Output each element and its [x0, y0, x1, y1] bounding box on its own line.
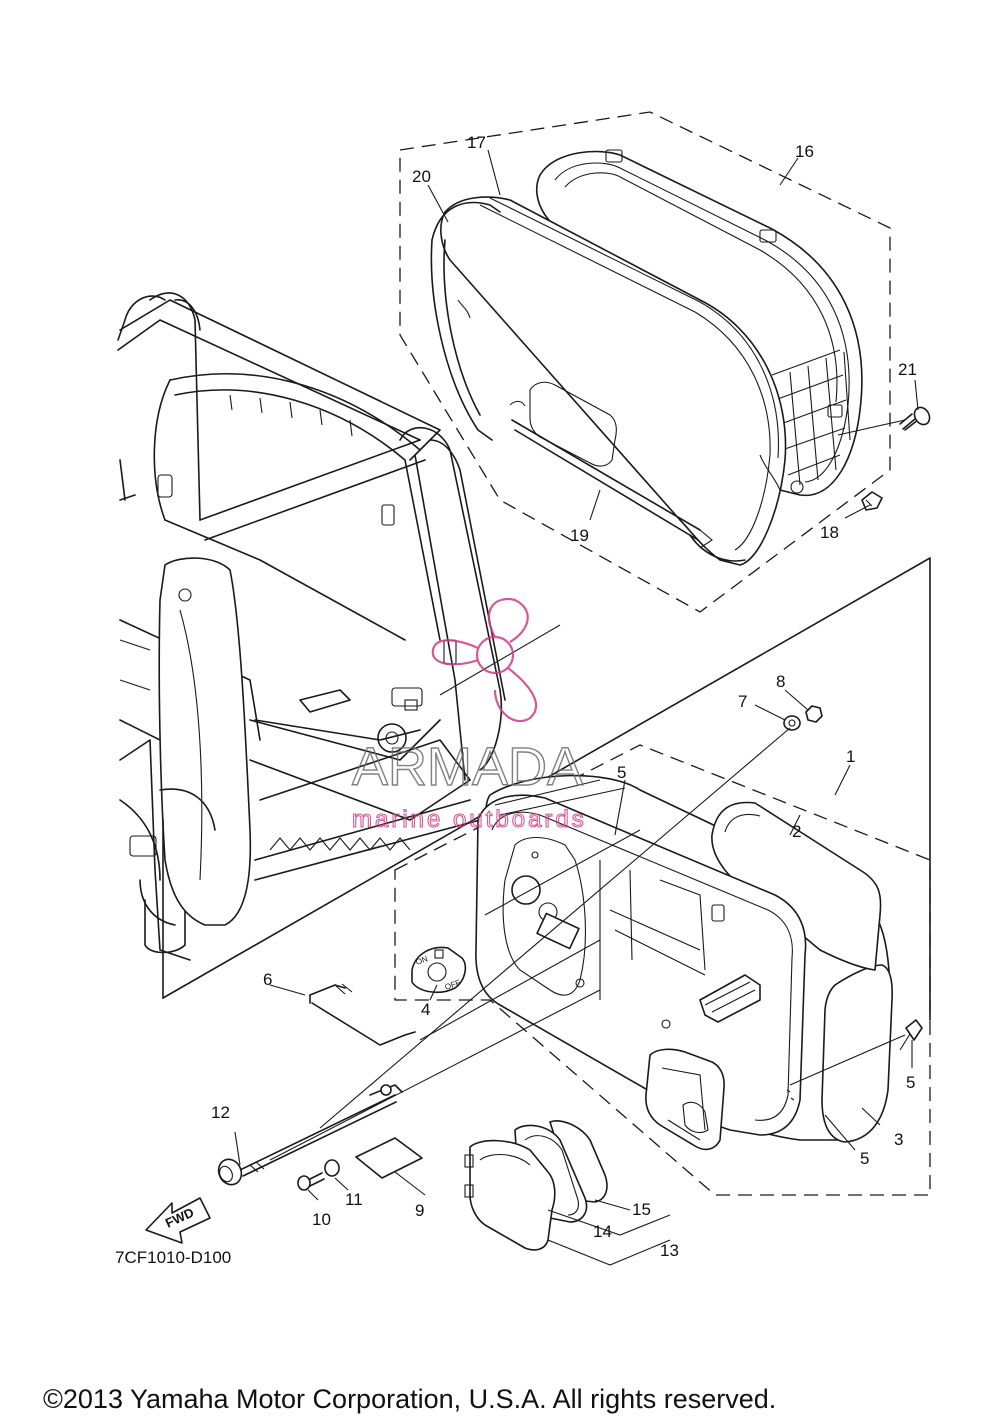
callout-5-upper: 5 [617, 763, 626, 782]
lower-box-assembly [162, 557, 931, 1196]
callout-11: 10 [312, 1210, 331, 1229]
callout-1: 1 [846, 747, 855, 766]
drawing-code: 7CF1010-D100 [115, 1248, 231, 1267]
cable-13-drawing [217, 1084, 403, 1186]
callout-8: 7 [738, 692, 747, 711]
callout-4: 4 [421, 1000, 430, 1019]
callout-12: 11 [345, 1190, 363, 1209]
plate-10-drawing [355, 1137, 423, 1179]
callout-14: 13 [660, 1241, 679, 1260]
forward-direction-arrow: FWD [145, 1197, 211, 1244]
callout-6: 5 [906, 1073, 915, 1092]
washer-8-drawing [783, 715, 801, 731]
copyright-notice: ©2013 Yamaha Motor Corporation, U.S.A. A… [43, 1384, 776, 1414]
callout-22: 21 [898, 360, 917, 379]
callout-13: 12 [211, 1103, 230, 1122]
propeller-logo [431, 597, 537, 723]
on-label: ON [415, 954, 430, 967]
choke-knob-drawing: ON OFF [411, 946, 467, 994]
air-filter-assembly [399, 111, 931, 613]
callout-5-lower: 5 [860, 1149, 869, 1168]
callout-19: 18 [820, 523, 839, 542]
watermark-brand: ARMADA [352, 737, 583, 797]
washer-12-drawing [324, 1159, 340, 1177]
callout-labels: 16 17 20 21 18 19 8 7 1 5 2 6 4 5 3 5 12… [211, 133, 917, 1260]
screw-11-drawing [297, 1172, 325, 1191]
filter-cover-set-drawing [464, 1120, 608, 1251]
callout-16: 15 [632, 1200, 651, 1219]
nut-9-drawing [805, 705, 823, 723]
callout-3: 3 [894, 1130, 903, 1149]
callout-10: 9 [415, 1201, 424, 1220]
engine-frame [117, 292, 506, 961]
callout-9: 8 [776, 672, 785, 691]
leader-lines [234, 149, 919, 1266]
callout-7: 6 [263, 970, 272, 989]
choke-rod-drawing [309, 983, 416, 1046]
armada-watermark: ARMADA marine outboards [351, 597, 587, 834]
watermark-tagline: marine outboards [352, 806, 587, 833]
callout-2: 2 [792, 822, 801, 841]
callout-20: 19 [570, 526, 589, 545]
callout-17: 16 [795, 142, 814, 161]
callout-15: 14 [593, 1222, 612, 1241]
screw-22-drawing [899, 406, 931, 431]
callout-21: 20 [412, 167, 431, 186]
callout-18: 17 [467, 133, 486, 152]
mesh-grid [771, 349, 851, 486]
